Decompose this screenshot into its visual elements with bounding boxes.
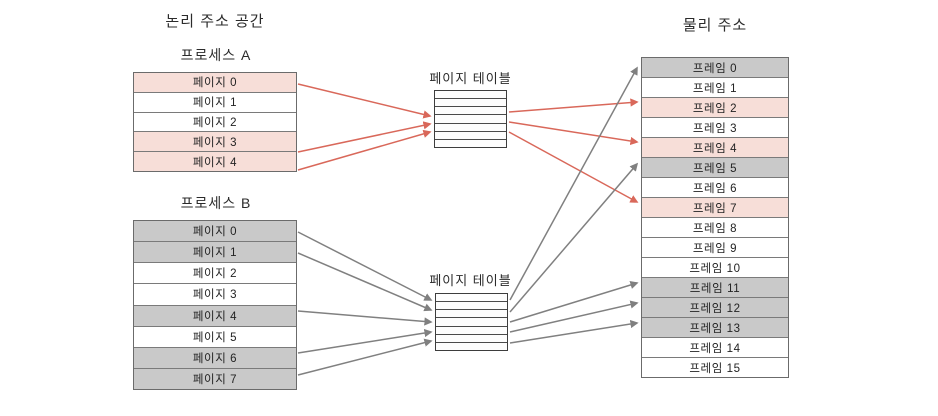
process-b-page-row-7: 페이지 7 xyxy=(134,368,296,389)
page-table-a-entry-4 xyxy=(435,124,506,132)
physical-frame-row-4: 프레임 4 xyxy=(642,138,788,158)
page-table-b xyxy=(435,293,508,351)
physical-frame-row-5: 프레임 5 xyxy=(642,158,788,178)
page-table-b-entry-2 xyxy=(436,310,507,319)
page-table-a-entry-5 xyxy=(435,132,506,140)
physical-frame-row-7: 프레임 7 xyxy=(642,198,788,218)
physical-address-title: 물리 주소 xyxy=(682,17,748,34)
arrows-process-a-to-page-table xyxy=(297,83,432,171)
page-table-b-entry-5 xyxy=(436,335,507,343)
physical-frame-row-1: 프레임 1 xyxy=(642,78,788,98)
page-table-b-entry-1 xyxy=(436,302,507,311)
page-table-a-entry-2 xyxy=(435,107,506,116)
page-table-a-entry-1 xyxy=(435,99,506,108)
physical-frame-row-14: 프레임 14 xyxy=(642,338,788,358)
page-table-a-title: 페이지 테이블 xyxy=(429,71,512,86)
physical-frame-row-12: 프레임 12 xyxy=(642,298,788,318)
page-table-a-entry-3 xyxy=(435,115,506,124)
process-a-page-row-3: 페이지 3 xyxy=(134,132,296,153)
process-b-page-row-6: 페이지 6 xyxy=(134,347,296,369)
logical-address-space-title: 논리 주소 공간 xyxy=(165,13,265,30)
page-table-b-entry-0 xyxy=(436,294,507,303)
arrows-page-table-a-to-frames xyxy=(508,98,639,203)
physical-frame-row-15: 프레임 15 xyxy=(642,358,788,377)
page-table-b-entry-4 xyxy=(436,327,507,335)
page-table-b-title: 페이지 테이블 xyxy=(429,273,512,288)
process-b-page-row-1: 페이지 1 xyxy=(134,242,296,264)
page-table-a-entry-0 xyxy=(435,91,506,100)
process-a-page-row-2: 페이지 2 xyxy=(134,112,296,133)
process-b-page-row-0: 페이지 0 xyxy=(134,221,296,243)
process-a-title: 프로세스 A xyxy=(180,47,252,63)
process-b-page-row-3: 페이지 3 xyxy=(134,284,296,306)
physical-frame-row-2: 프레임 2 xyxy=(642,98,788,118)
process-b-page-row-5: 페이지 5 xyxy=(134,326,296,348)
physical-frame-row-6: 프레임 6 xyxy=(642,178,788,198)
physical-frame-row-11: 프레임 11 xyxy=(642,278,788,298)
process-a-page-row-0: 페이지 0 xyxy=(134,73,296,93)
physical-frame-row-9: 프레임 9 xyxy=(642,238,788,258)
physical-frame-row-10: 프레임 10 xyxy=(642,258,788,278)
process-a-page-row-4: 페이지 4 xyxy=(134,152,296,171)
arrows-page-table-b-to-frames xyxy=(509,66,639,344)
page-table-a-entry-6 xyxy=(435,140,506,147)
physical-frame-row-8: 프레임 8 xyxy=(642,218,788,238)
page-table-b-entry-3 xyxy=(436,318,507,327)
process-b-title: 프로세스 B xyxy=(180,195,252,211)
page-table-a xyxy=(434,90,507,148)
physical-frame-row-0: 프레임 0 xyxy=(642,58,788,78)
process-b-page-row-2: 페이지 2 xyxy=(134,263,296,285)
process-b-page-row-4: 페이지 4 xyxy=(134,305,296,327)
page-table-b-entry-6 xyxy=(436,343,507,350)
process-a-page-row-1: 페이지 1 xyxy=(134,92,296,113)
physical-frame-row-3: 프레임 3 xyxy=(642,118,788,138)
arrows-process-b-to-page-table xyxy=(297,231,433,376)
physical-frame-row-13: 프레임 13 xyxy=(642,318,788,338)
